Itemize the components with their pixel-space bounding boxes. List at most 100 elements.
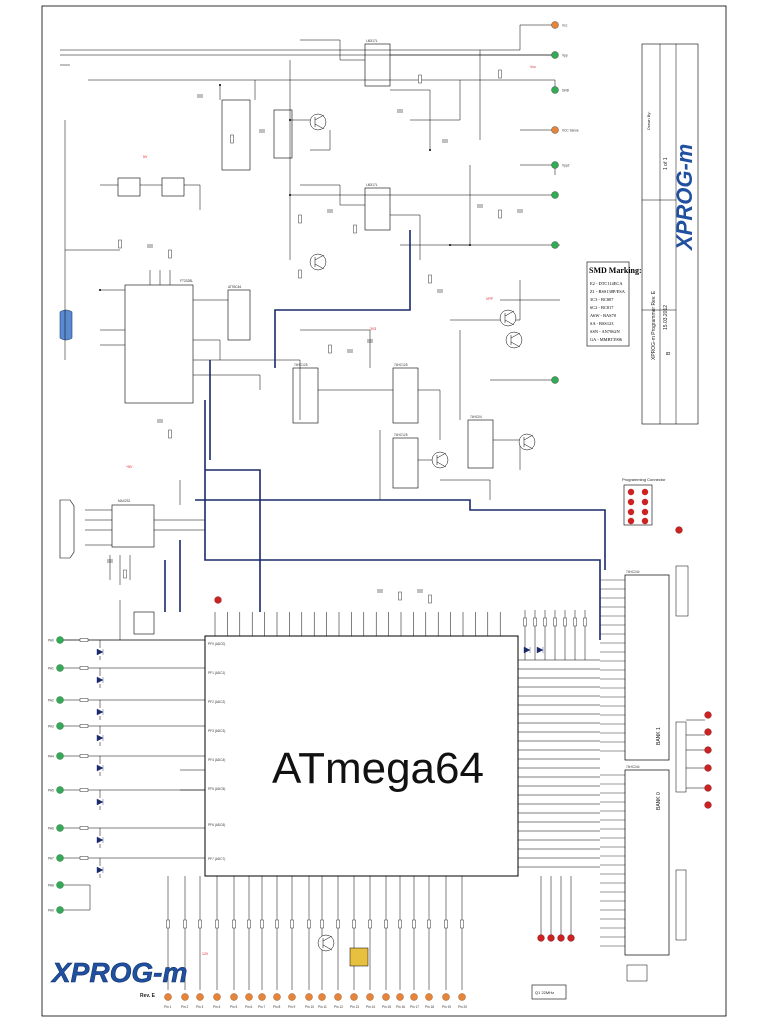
wire (184, 184, 201, 210)
regulator-small (626, 964, 648, 982)
resistor (427, 919, 431, 929)
left-port-label: PA5 (48, 789, 54, 793)
transistor-leads (322, 935, 333, 951)
junction (289, 194, 291, 196)
junction (449, 244, 451, 246)
ic-label: 74HC244 (626, 765, 640, 769)
resistor (336, 919, 340, 929)
bottom-port-dot (305, 993, 313, 1001)
left-port-dot (56, 786, 64, 794)
resistor (368, 919, 372, 929)
bottom-port-label: Pin 16 (396, 1005, 405, 1009)
resistor (79, 856, 89, 860)
chip-pin-label: PF1 (ADC1) (208, 671, 225, 675)
bottom-port-label: Pin 2 (181, 1005, 188, 1009)
title-product: XPROG-m (672, 144, 697, 252)
resistor (215, 919, 219, 929)
transistor-leads (510, 332, 521, 348)
bank0-label: BANK 0 (656, 792, 662, 810)
diode (523, 646, 531, 654)
ic-label: 74HC125 (394, 433, 408, 437)
bottom-port-label: Pin 3 (196, 1005, 203, 1009)
transistor-leads (523, 434, 534, 450)
bank1-label: BANK 1 (656, 727, 662, 745)
diode (96, 734, 104, 742)
transistor-leads (314, 254, 325, 270)
logo-revision: Rev. E (140, 993, 156, 999)
smd-line: SSN - AN7062N (590, 329, 621, 334)
wire (300, 39, 365, 61)
side-box-bot (675, 869, 687, 941)
bottom-port-dot (245, 993, 253, 1001)
smd-line: Z1 - BSS138P/ESA (590, 289, 626, 294)
chip-pin-label: PF2 (ADC2) (208, 700, 225, 704)
crystal: Q1 22MHz (531, 984, 567, 1000)
bank1-connector: BANK 1 (624, 574, 670, 761)
right-port-dot (551, 51, 559, 59)
side-box-mid (675, 721, 687, 793)
ic-label: LM317L (366, 183, 378, 187)
bottom-port-dot (334, 993, 342, 1001)
bottom-port-dot (196, 993, 204, 1001)
resistor (428, 274, 432, 284)
right-port-label: GND (562, 89, 570, 93)
junction (99, 289, 101, 291)
bottom-port-label: Pin 8 (273, 1005, 280, 1009)
smd-marking-box: SMD Marking: E2 - DTC114ECA Z1 - BSS138P… (586, 261, 642, 347)
resistor (79, 754, 89, 758)
wire (300, 184, 365, 206)
resistor (79, 666, 89, 670)
ic-label: AT93C46 (228, 285, 241, 289)
capacitor (327, 209, 333, 213)
left-port-dot (56, 752, 64, 760)
transistor (505, 331, 523, 349)
transistor (518, 433, 536, 451)
bottom-port-label: Pin 5 (230, 1005, 237, 1009)
chip-pin-label: PF4 (ADC4) (208, 758, 225, 762)
red-test-point (537, 934, 545, 942)
capacitor (259, 129, 265, 133)
resistor (460, 919, 464, 929)
bottom-port-dot (273, 993, 281, 1001)
resistor (533, 617, 537, 627)
ic-label: 74HC244 (626, 570, 640, 574)
resistor (398, 591, 402, 601)
power-label: 5V (143, 155, 148, 159)
wire (193, 359, 301, 420)
power-label: VPP (486, 297, 494, 301)
bus-wire (204, 400, 601, 640)
side-box-top (675, 565, 689, 617)
resistor (412, 919, 416, 929)
left-port-label: PA8 (48, 884, 54, 888)
bottom-port-label: Pin 15 (382, 1005, 391, 1009)
bottom-port-label: Pin 11 (318, 1005, 327, 1009)
power-labels: 5V +5V Vcc VPP 3V3 12V (126, 65, 536, 956)
resistor (498, 209, 502, 219)
capacitor (417, 589, 423, 593)
resistor (290, 919, 294, 929)
smd-line: SA - BSS123 (590, 321, 614, 326)
right-port-dot (551, 241, 559, 249)
red-test-point (547, 934, 555, 942)
red-test-point (567, 934, 575, 942)
ic-labels: LM317L LM317L FT232BL MAX232 74HC125 74H… (118, 39, 640, 769)
xprog-logo: XPROG-m Rev. E (50, 957, 188, 999)
junction (429, 149, 431, 151)
resistor (247, 919, 251, 929)
resistor (583, 617, 587, 627)
wire (440, 479, 491, 500)
resistor (398, 919, 402, 929)
bottom-port-dot (442, 993, 450, 1001)
smd-line: 3C3 - BC807 (590, 297, 614, 302)
junction (289, 119, 291, 121)
resistor (328, 344, 332, 354)
bottom-port-label: Pin 12 (334, 1005, 343, 1009)
chip-pins (214, 612, 600, 868)
left-port-label: PA1 (48, 667, 54, 671)
left-port-dot (56, 854, 64, 862)
diode (96, 676, 104, 684)
chip-name: ATmega64 (272, 744, 484, 793)
capacitor (347, 349, 353, 353)
smd-line: A6W - BAS70 (590, 313, 617, 318)
